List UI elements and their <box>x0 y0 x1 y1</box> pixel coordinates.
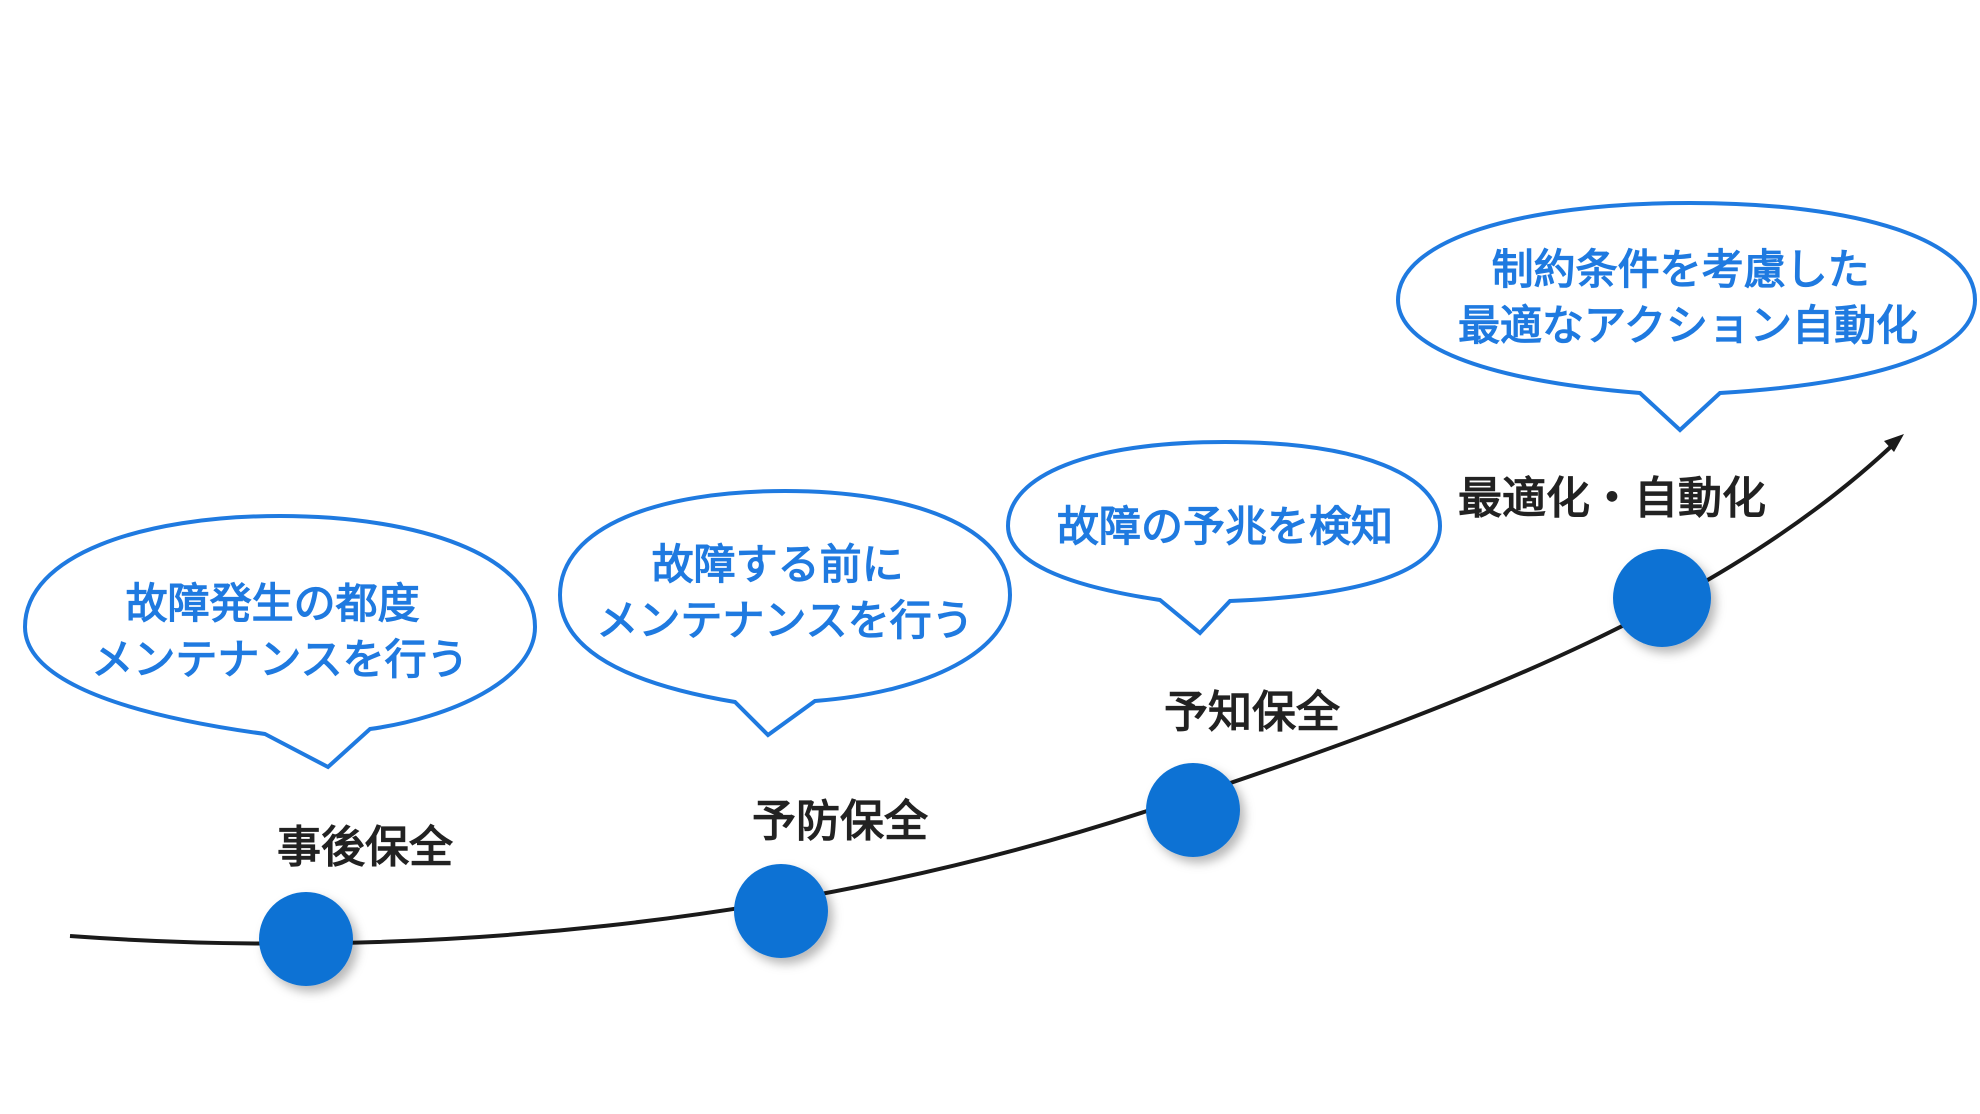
svg-text:制約条件を考慮した 最適なアクション自動化: 制約条件を考慮した 最適なアクション自動化 <box>1458 245 1918 350</box>
stage-label-preventive: 予防保全 <box>752 796 929 847</box>
stage-dot-predictive <box>1146 763 1240 857</box>
svg-text:故障の予兆を検知: 故障の予兆を検知 <box>1057 502 1393 551</box>
bubble-line: 故障する前に <box>652 540 904 589</box>
stage-dot-optimize <box>1613 549 1711 647</box>
stage-dot-preventive <box>734 864 828 958</box>
speech-bubble-reactive: 故障発生の都度 メンテナンスを行う <box>22 513 538 770</box>
arrow-head-icon <box>1884 434 1904 452</box>
speech-bubble-predictive: 故障の予兆を検知 <box>1005 439 1443 636</box>
bubble-shape <box>22 513 538 770</box>
bubble-line: 最適なアクション自動化 <box>1458 301 1918 350</box>
stage-dot-reactive <box>259 892 353 986</box>
bubble-line: 制約条件を考慮した <box>1492 245 1870 294</box>
stage-label-optimize: 最適化・自動化 <box>1458 473 1766 524</box>
bubble-shape <box>1005 439 1443 636</box>
bubble-line: 故障発生の都度 <box>126 579 420 628</box>
speech-bubble-optimize: 制約条件を考慮した 最適なアクション自動化 <box>1395 200 1978 433</box>
bubble-shape <box>557 488 1013 738</box>
bubble-shape <box>1395 200 1978 433</box>
speech-bubble-preventive: 故障する前に メンテナンスを行う <box>557 488 1013 738</box>
stage-label-predictive: 予知保全 <box>1164 687 1341 738</box>
svg-text:故障発生の都度 メンテナンスを行う: 故障発生の都度 メンテナンスを行う <box>91 579 468 684</box>
stage-label-reactive: 事後保全 <box>277 822 454 873</box>
bubble-line: メンテナンスを行う <box>91 635 468 684</box>
bubble-line: メンテナンスを行う <box>596 596 973 645</box>
bubble-line: 故障の予兆を検知 <box>1057 502 1393 551</box>
svg-text:故障する前に メンテナンスを行う: 故障する前に メンテナンスを行う <box>596 540 973 645</box>
